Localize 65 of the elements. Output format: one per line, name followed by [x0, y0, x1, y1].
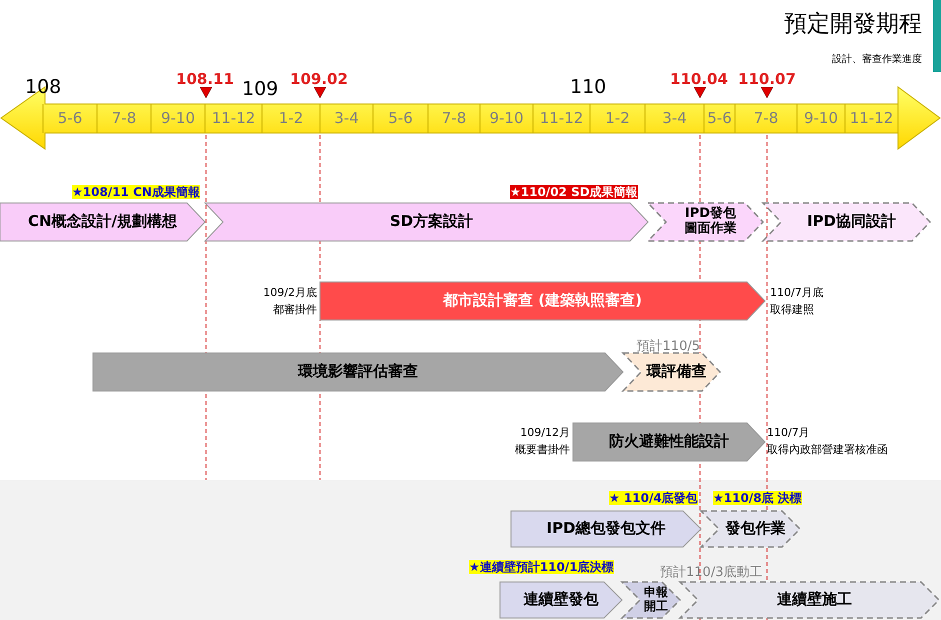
milestone-note: ★ 110/4底發包: [609, 491, 698, 505]
phase-label: IPD協同設計: [806, 213, 896, 231]
milestone-note: ★108/11 CN成果簡報: [72, 185, 200, 199]
task-bar: [623, 353, 720, 391]
month-label: 7-8: [440, 109, 468, 127]
phase-label: CN概念設計/規劃構想: [28, 213, 178, 231]
task-bar: [320, 282, 765, 320]
title: 預定開發期程: [784, 10, 922, 39]
milestone-date: 108.11: [175, 70, 235, 88]
note-text: 都審掛件: [272, 302, 317, 317]
phase-label: 環境影響評估審查: [298, 363, 418, 381]
year-label: 108: [25, 76, 62, 98]
milestone-date: 109.02: [289, 70, 349, 88]
month-label: 7-8: [110, 109, 138, 127]
month-label: 11-12: [848, 109, 894, 127]
year-label: 109: [242, 78, 278, 100]
task-bar: [93, 353, 623, 391]
note-text: 109/2月底: [262, 285, 317, 300]
phase-label: 都市設計審查 (建築執照審查): [443, 292, 642, 310]
phase-label: 防火避難性能設計: [609, 433, 729, 451]
note-text: 110/7月: [767, 425, 810, 440]
task-bar: [680, 582, 939, 618]
month-label: 9-10: [802, 109, 840, 127]
milestone-date: 110.04: [669, 70, 729, 88]
subtitle: 設計、審查作業進度: [831, 52, 922, 66]
month-label: 1-2: [278, 109, 304, 127]
milestone-note: ★連續壁預計110/1底決標: [469, 560, 614, 574]
month-label: 3-4: [661, 109, 688, 127]
month-label: 1-2: [604, 109, 631, 127]
month-label: 5-6: [56, 109, 84, 127]
phase-label: 環評備查: [646, 363, 706, 381]
month-label: 7-8: [752, 109, 780, 127]
milestone-note: ★110/8底 決標: [713, 491, 802, 505]
year-label: 110: [570, 76, 606, 98]
task-bar: [0, 203, 205, 241]
task-bar: [500, 582, 622, 618]
note-text: 預計110/3底動工: [660, 564, 762, 581]
milestone-date: 110.07: [737, 70, 797, 88]
month-label: 11-12: [210, 109, 256, 127]
note-text: 預計110/5: [636, 338, 700, 355]
phase-label: IPD總包發包文件: [546, 520, 666, 538]
phase-label: 連續壁發包: [524, 591, 598, 609]
month-label: 3-4: [333, 109, 360, 127]
phase-label: 申報開工: [643, 586, 669, 614]
note-text: 110/7月底: [770, 285, 824, 300]
phase-label: 連續壁施工: [777, 591, 852, 609]
month-label: 9-10: [488, 109, 525, 127]
month-label: 5-6: [706, 109, 733, 127]
note-text: 概要書掛件: [514, 442, 570, 457]
phase-label: 發包作業: [726, 520, 786, 538]
month-label: 11-12: [538, 109, 584, 127]
month-label: 5-6: [387, 109, 414, 127]
milestone-note: ★110/02 SD成果簡報: [510, 185, 638, 199]
phase-label: SD方案設計: [390, 213, 474, 231]
note-text: 取得內政部營建署核准函: [767, 442, 888, 457]
phase-label: IPD發包圖面作業: [684, 207, 738, 237]
task-bar: [622, 582, 680, 618]
task-bar: [763, 203, 930, 241]
note-text: 取得建照: [770, 302, 814, 317]
month-label: 9-10: [160, 109, 196, 127]
task-bar: [701, 511, 800, 547]
task-bar: [573, 423, 765, 461]
task-bar: [648, 203, 763, 241]
task-bar: [511, 511, 701, 547]
note-text: 109/12月: [519, 425, 570, 440]
